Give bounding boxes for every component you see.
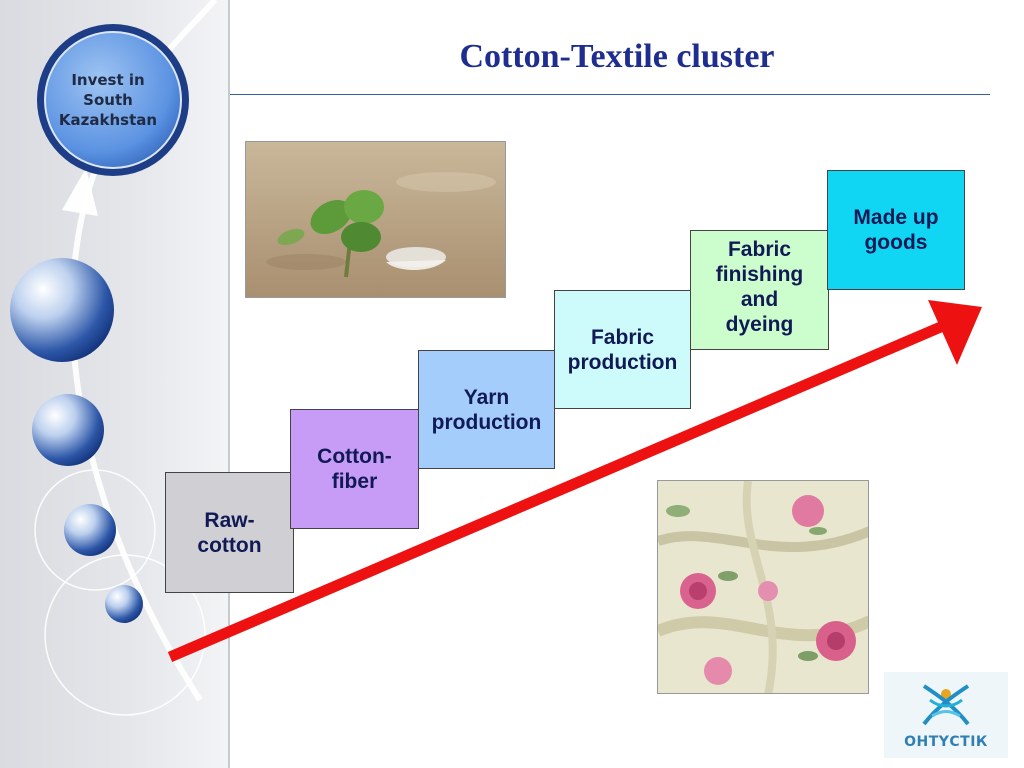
step-yarn-production: Yarn production — [418, 350, 555, 469]
logo-text: ОНТҮСТІК — [904, 734, 988, 750]
logo-emblem-icon — [922, 684, 970, 726]
step-raw-cotton: Raw- cotton — [165, 472, 294, 593]
ontustik-logo: ОНТҮСТІК — [884, 672, 1008, 758]
step-label: Yarn production — [431, 385, 542, 434]
step-label: Fabric production — [567, 325, 678, 374]
sidebar-edge — [228, 0, 230, 768]
sphere-tiny — [105, 585, 143, 623]
sphere-large — [10, 258, 114, 362]
badge-line-3: Kazakhstan — [58, 111, 158, 129]
title-divider — [230, 94, 990, 95]
floral-fabric-photo — [657, 480, 869, 694]
badge-line-2: South — [83, 91, 133, 109]
badge-disc — [44, 31, 182, 169]
cotton-seedling-photo — [245, 141, 506, 298]
step-made-up-goods: Made up goods — [827, 170, 965, 290]
badge-text: Invest in South Kazakhstan — [44, 70, 172, 130]
step-label: Raw- cotton — [197, 508, 262, 557]
sidebar-decoration — [10, 0, 218, 716]
step-fabric-production: Fabric production — [554, 290, 691, 409]
step-label: Made up goods — [853, 206, 939, 254]
step-cotton-fiber: Cotton- fiber — [290, 409, 419, 529]
swoosh-arrowhead — [62, 168, 98, 216]
slide-title: Cotton-Textile cluster — [459, 38, 775, 75]
step-label: Cotton- fiber — [317, 445, 392, 493]
step-label: Fabric finishing and dyeing — [715, 238, 804, 336]
progress-arrow-head — [928, 300, 982, 365]
sphere-medium — [32, 394, 104, 466]
sidebar: Invest in South Kazakhstan — [0, 0, 230, 768]
badge-line-1: Invest in — [71, 71, 145, 89]
step-fabric-finishing-dyeing: Fabric finishing and dyeing — [690, 230, 829, 350]
sphere-small — [64, 504, 116, 556]
